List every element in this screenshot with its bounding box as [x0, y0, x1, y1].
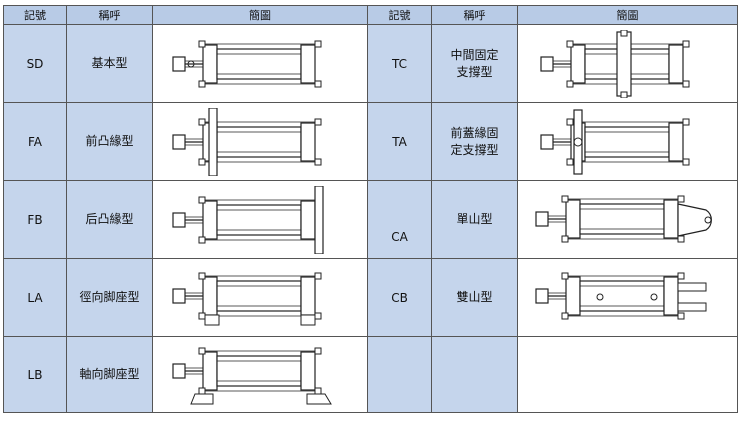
name-cell: 前蓋緣固定支撐型 — [431, 102, 518, 181]
name-cell: 后凸緣型 — [66, 180, 153, 259]
name-line-1: 中間固定 — [450, 47, 499, 62]
name-cell: 基本型 — [66, 24, 153, 103]
header-code: 記號 — [367, 5, 432, 25]
rear-flange-cylinder-icon — [172, 185, 324, 254]
diagram-cell — [517, 102, 738, 181]
radial-foot-cylinder-icon — [172, 271, 322, 325]
name-cell: 前凸緣型 — [66, 102, 153, 181]
name-cell: 雙山型 — [431, 258, 518, 337]
code-cell: LB — [3, 336, 67, 413]
empty-cell — [367, 336, 432, 413]
diagram-cell — [517, 180, 738, 259]
cylinder-mount-type-table: 記號 稱呼 簡圖 記號 稱呼 簡圖 SD 基本型 TC 中間固定支撐型 FA 前… — [3, 5, 738, 413]
basic-cylinder-icon — [172, 39, 322, 88]
code-cell: CA — [367, 180, 432, 259]
name-line-2: 定支撐型 — [450, 142, 499, 157]
empty-cell — [431, 336, 518, 413]
single-clevis-cylinder-icon — [534, 194, 712, 243]
front-trunnion-cylinder-icon — [539, 108, 690, 175]
diagram-cell — [152, 102, 368, 181]
name-cell: 單山型 — [431, 180, 518, 259]
diagram-cell — [517, 24, 738, 103]
code-cell: CB — [367, 258, 432, 337]
header-diagram: 簡圖 — [517, 5, 738, 25]
empty-cell — [517, 336, 738, 413]
header-name: 稱呼 — [431, 5, 518, 25]
double-clevis-cylinder-icon — [534, 271, 706, 320]
diagram-cell — [152, 258, 368, 337]
code-cell: TA — [367, 102, 432, 181]
code-cell: TC — [367, 24, 432, 103]
name-line-2: 支撐型 — [456, 64, 493, 79]
name-cell: 徑向脚座型 — [66, 258, 153, 337]
front-flange-cylinder-icon — [172, 107, 322, 176]
name-cell: 軸向脚座型 — [66, 336, 153, 413]
center-trunnion-cylinder-icon — [539, 29, 690, 98]
code-cell: FA — [3, 102, 67, 181]
header-name: 稱呼 — [66, 5, 153, 25]
code-cell: SD — [3, 24, 67, 103]
axial-foot-cylinder-icon — [172, 346, 332, 404]
diagram-cell — [152, 180, 368, 259]
code-cell: FB — [3, 180, 67, 259]
name-line-1: 前蓋緣固 — [450, 125, 499, 140]
code-cell: LA — [3, 258, 67, 337]
name-cell: 中間固定支撐型 — [431, 24, 518, 103]
header-diagram: 簡圖 — [152, 5, 368, 25]
diagram-cell — [152, 24, 368, 103]
diagram-cell — [517, 258, 738, 337]
diagram-cell — [152, 336, 368, 413]
header-code: 記號 — [3, 5, 67, 25]
